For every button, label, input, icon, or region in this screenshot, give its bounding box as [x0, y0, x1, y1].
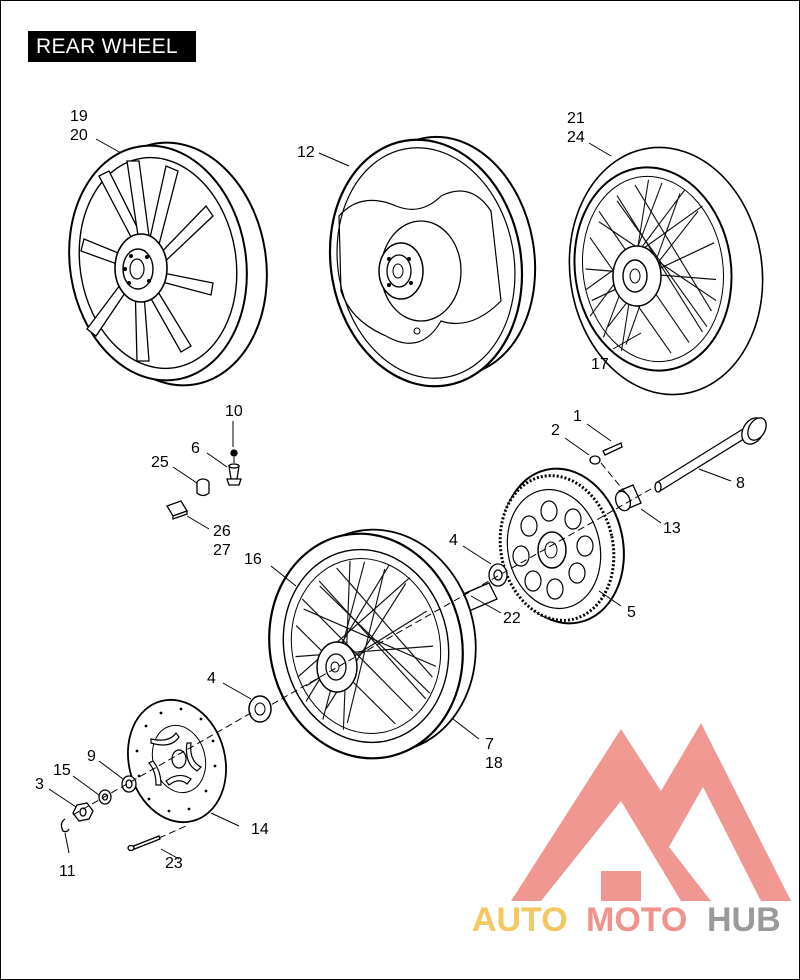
callout-18: 18 — [485, 755, 503, 772]
callout-8: 8 — [736, 475, 745, 492]
callout-15: 15 — [53, 762, 71, 779]
assembly-center-lines — [70, 457, 652, 839]
callout-26: 26 — [213, 523, 231, 540]
callout-12: 12 — [297, 144, 315, 161]
callout-21: 21 — [567, 110, 585, 127]
laced-wheel-main — [248, 528, 477, 760]
callout-4b: 4 — [207, 670, 216, 687]
callout-19: 19 — [70, 108, 88, 125]
callout-labels: 19 20 12 21 24 17 10 6 25 26 27 1 2 8 13… — [35, 108, 745, 880]
callout-20: 20 — [70, 127, 88, 144]
leader-lines — [48, 138, 732, 860]
laced-wheel-upper — [568, 146, 764, 396]
sprocket-assembly — [444, 467, 625, 625]
callout-17: 17 — [591, 356, 609, 373]
watermark-part-auto: AUTO — [472, 901, 568, 939]
watermark-part-moto: MOTO — [586, 901, 687, 939]
callout-27: 27 — [213, 542, 231, 559]
callout-16: 16 — [244, 551, 262, 568]
callout-13: 13 — [663, 520, 681, 537]
callout-11: 11 — [59, 863, 76, 880]
automotohub-watermark: AUTO MOTO HUB — [472, 723, 791, 939]
cast-spoke-wheel — [68, 141, 268, 387]
callout-9: 9 — [87, 748, 96, 765]
callout-1: 1 — [573, 408, 582, 425]
valve-stem-parts — [166, 449, 242, 520]
callout-2: 2 — [551, 422, 560, 439]
callout-3: 3 — [35, 776, 44, 793]
callout-10: 10 — [225, 403, 243, 420]
callout-14: 14 — [251, 821, 269, 838]
callout-23: 23 — [165, 855, 183, 872]
callout-6: 6 — [191, 440, 200, 457]
axle-assembly — [589, 417, 767, 512]
callout-7: 7 — [485, 736, 494, 753]
diagram-title: REAR WHEEL — [28, 31, 196, 62]
brake-rotor — [127, 698, 227, 824]
disc-wheel — [328, 135, 537, 388]
callout-4a: 4 — [449, 532, 458, 549]
callout-25: 25 — [151, 454, 169, 471]
watermark-part-hub: HUB — [707, 901, 781, 939]
callout-22: 22 — [503, 610, 521, 627]
callout-24: 24 — [567, 129, 585, 146]
watermark-logo-triangle — [511, 723, 791, 901]
callout-5: 5 — [627, 604, 636, 621]
